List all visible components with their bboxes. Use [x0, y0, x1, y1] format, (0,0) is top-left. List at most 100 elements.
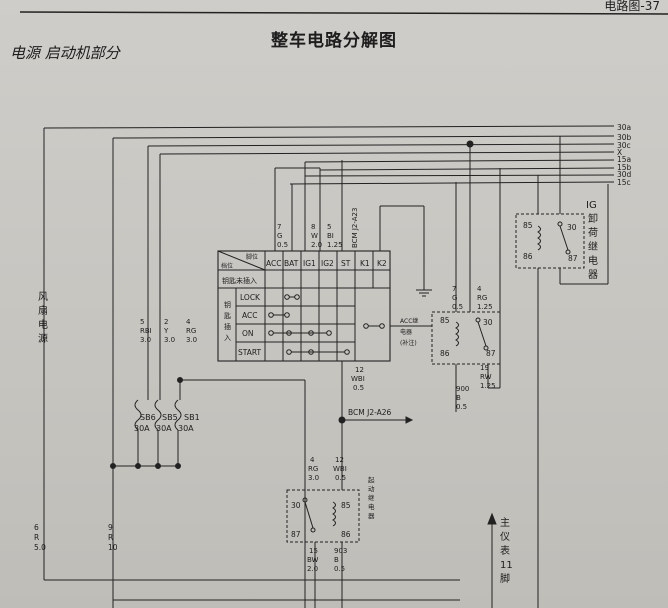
fuse-labels: SB6 30A SB5 30A SB1 30A	[134, 413, 200, 433]
vertical-char: 荷	[588, 227, 598, 239]
start-relay-coil	[332, 501, 336, 527]
bus-30c-line	[147, 143, 615, 147]
bus-label: 15a	[617, 155, 631, 164]
header-rule	[19, 11, 668, 15]
acc-relay-switch	[477, 321, 487, 347]
switch-column-label: IG1	[303, 259, 316, 268]
fuse-sb6	[134, 399, 142, 431]
wire-label: 3.0	[308, 474, 319, 482]
contact-dot	[268, 312, 274, 318]
switch-column-label: IG2	[321, 259, 334, 268]
wire-label: 5	[140, 318, 144, 326]
contact-dot	[284, 294, 290, 300]
contact-dot	[284, 312, 290, 318]
switch-corner-label: 脚位	[246, 253, 258, 261]
wire-label: G	[452, 294, 457, 302]
wire-label: R	[34, 533, 39, 542]
vertical-char: 表	[500, 544, 510, 557]
switch-row-label: START	[238, 348, 262, 357]
switch-column-label: BAT	[284, 259, 299, 268]
wire-label: 10	[108, 543, 118, 552]
wire-label: 0.5	[335, 474, 346, 482]
wire-label: BI	[327, 232, 334, 240]
wire-label: 2.0	[307, 565, 318, 573]
wire-label: 8	[311, 223, 315, 231]
contact-dot	[363, 323, 369, 329]
vertical-char: 继	[368, 493, 375, 502]
fuse-rating: 30A	[178, 424, 194, 433]
wire-label: 900	[456, 385, 469, 393]
relay-pin-label: 85	[523, 221, 533, 230]
contact-dot	[302, 497, 308, 503]
ig-relay-pin-labels: 85 86 30 87	[523, 221, 578, 263]
bus-lines	[43, 125, 615, 185]
vertical-char: 电	[368, 502, 375, 511]
wire-label: BCM J2-A23	[351, 208, 359, 248]
bus-label: 30b	[617, 133, 632, 142]
ig-relay-box	[515, 213, 585, 269]
wire-label: 1.25	[480, 382, 496, 390]
switch-column-label: ACC	[266, 259, 281, 268]
relay-pin-label: 85	[341, 501, 351, 510]
switch-contacts	[268, 294, 385, 355]
contact-dot	[268, 330, 274, 336]
wire-label: 1.25	[327, 241, 343, 249]
wire-label: 9	[108, 523, 113, 532]
st-output-labels: 12 WBI 0.5 BCM J2-A26	[348, 366, 392, 417]
wire-label: Y	[163, 327, 169, 335]
vertical-char: 入	[224, 334, 231, 342]
ig-relay-coil	[537, 225, 541, 251]
wire-label: B	[334, 556, 339, 564]
bus-15c-line	[289, 181, 615, 185]
wire-label: 0.5	[456, 403, 467, 411]
relay-pin-label: 86	[523, 252, 533, 261]
junction-dot	[135, 463, 141, 469]
relay-pin-label: 86	[341, 530, 351, 539]
arrow-icon	[405, 416, 414, 424]
acc-relay-pin-labels: 85 86 30 87	[440, 316, 496, 358]
relay-pin-label: 30	[291, 501, 301, 510]
left-wire-labels: 6 R 5.0 9 R 10	[34, 523, 118, 552]
vertical-char: 匙	[224, 311, 231, 320]
wire-label: RG	[308, 465, 318, 473]
contact-dot	[483, 345, 489, 351]
vertical-char: 动	[368, 485, 375, 493]
switch-labels: 脚位 档位 ACC BAT IG1 IG2 ST K1 K2 钥匙未插入 钥 匙…	[221, 253, 387, 357]
wire-label: 4	[310, 456, 315, 464]
wire-label: W	[311, 232, 318, 240]
vertical-char: 11	[500, 560, 513, 571]
junction-dot	[155, 463, 161, 469]
relay-pin-label: 30	[483, 318, 493, 327]
contact-dot	[294, 294, 300, 300]
vertical-char: 仪	[500, 531, 510, 543]
contact-dot	[310, 527, 316, 533]
vertical-char: 主	[500, 517, 510, 529]
wire-label: RBI	[140, 327, 152, 335]
relay-pin-label: 30	[567, 223, 577, 232]
switch-column-label: ST	[341, 259, 351, 268]
junction-dot	[466, 140, 474, 148]
arrow-icon	[487, 512, 497, 525]
wire-label: WBI	[351, 375, 365, 383]
start-relay-box	[286, 489, 360, 543]
bus-label: X	[617, 148, 622, 157]
wire-label: 12	[355, 366, 364, 374]
wire-label: 3.0	[164, 336, 175, 344]
wire-label: 0.5	[334, 565, 345, 573]
fuse-rating: 30A	[134, 424, 150, 433]
wire-label: 0.5	[452, 303, 463, 311]
wire-label: BW	[307, 556, 319, 564]
wire-label: 1.25	[477, 303, 493, 311]
relay-pin-label: 87	[568, 254, 578, 263]
page-title: 整车电路分解图	[271, 31, 397, 51]
bus-label: 15c	[617, 178, 631, 187]
vertical-char: 源	[38, 332, 48, 345]
fuse-id: SB1	[184, 413, 200, 422]
vertical-char: 钥	[224, 300, 231, 309]
vertical-char: 脚	[500, 572, 510, 585]
switch-column-label: K1	[360, 259, 370, 268]
page-tag: 电路图-37	[604, 0, 660, 13]
wire-label: 0.5	[353, 384, 364, 392]
fuse-id: SB5	[162, 413, 178, 422]
contact-dot	[475, 317, 481, 323]
